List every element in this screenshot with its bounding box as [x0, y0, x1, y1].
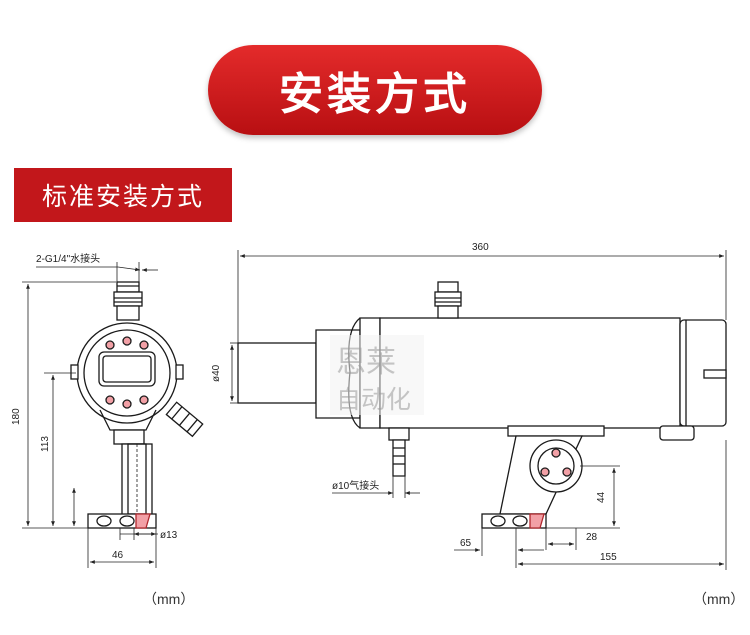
header-title: 安装方式 — [279, 69, 471, 120]
watermark-line1: 恩莱 — [336, 345, 396, 380]
header-banner: 安装方式 — [208, 45, 542, 135]
dim-hole: ø13 — [160, 530, 178, 541]
dim-46: 46 — [112, 550, 124, 561]
side-view-dimensions — [230, 250, 727, 570]
dim-28: 28 — [586, 532, 598, 543]
watermark-line2: 自动化 — [336, 385, 411, 414]
dim-40: ø40 — [211, 364, 222, 382]
front-view-dimensions — [22, 262, 158, 568]
section-banner: 标准安装方式 — [14, 168, 232, 222]
side-unit: （mm） — [693, 591, 744, 607]
dim-180: 180 — [11, 408, 22, 425]
port-label: 2-G1/4"水接头 — [36, 252, 100, 265]
front-view — [70, 281, 204, 529]
dim-44: 44 — [596, 491, 607, 503]
front-unit: （mm） — [143, 591, 194, 607]
side-view — [237, 281, 727, 529]
dim-113: 113 — [40, 436, 51, 452]
dim-65: 65 — [460, 538, 472, 549]
dim-360: 360 — [472, 242, 489, 253]
air-label: ø10气接头 — [332, 479, 379, 492]
dim-155: 155 — [600, 552, 617, 563]
watermark: 恩莱 自动化 — [330, 335, 424, 415]
section-title: 标准安装方式 — [41, 182, 204, 211]
